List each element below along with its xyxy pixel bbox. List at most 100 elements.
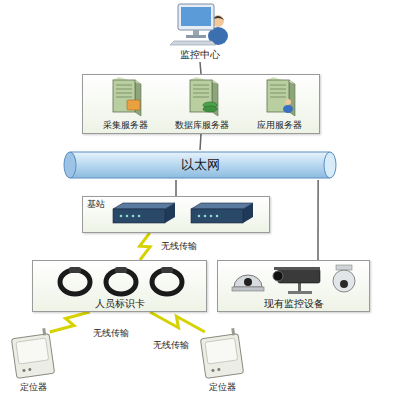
node-label: 应用服务器	[257, 120, 302, 131]
icon-part	[273, 271, 283, 281]
base-station-group: 基站	[82, 196, 270, 233]
icon-part	[270, 89, 286, 90]
node-label: 定位器	[209, 382, 236, 393]
server-icon	[190, 77, 218, 116]
icon-part	[217, 368, 220, 371]
loc-icon	[200, 328, 244, 379]
server: 数据库服务器	[166, 78, 238, 132]
band-icon	[60, 267, 182, 294]
icon-part	[69, 267, 81, 273]
icon-part	[70, 178, 330, 179]
icon-part	[270, 85, 286, 86]
icon-part	[186, 35, 206, 38]
icon-part	[113, 209, 165, 223]
id-card-group: 人员标识卡	[32, 260, 207, 312]
icon-part	[106, 270, 136, 294]
icon-part	[191, 203, 253, 209]
link-label: 无线传输	[152, 340, 190, 351]
icon-part	[127, 100, 140, 110]
node-label: 监控中心	[180, 49, 220, 61]
server-icon	[267, 77, 295, 116]
icon-part	[193, 85, 209, 86]
icon-part	[64, 152, 76, 178]
wireless-link	[50, 312, 90, 332]
icon-part	[22, 369, 25, 372]
link-label: 无线传输	[92, 328, 130, 339]
icon-part	[181, 7, 211, 26]
cam-icon	[232, 265, 355, 294]
server-group: 采集服务器 数据库服务器 应用服务器	[82, 74, 320, 134]
server: 应用服务器	[243, 78, 315, 132]
icon-part	[161, 267, 173, 273]
icon-part	[333, 270, 355, 292]
node-label: 基站	[87, 199, 105, 210]
base-illustration	[83, 197, 271, 234]
icon-part	[288, 291, 312, 294]
icon-part	[234, 275, 262, 287]
icon-part	[270, 97, 286, 98]
icon-part	[193, 93, 209, 94]
icon-part	[126, 215, 129, 218]
icon-part	[198, 215, 201, 218]
icon-part	[70, 152, 330, 153]
pc-icon	[170, 4, 228, 45]
icon-part	[152, 270, 182, 294]
network-line	[317, 180, 319, 260]
ethernet-bus: 以太网	[62, 150, 338, 180]
locator-device	[11, 328, 55, 379]
icon-part	[116, 97, 132, 98]
wireless-link	[150, 312, 205, 332]
camera-group: 现有监控设备	[217, 260, 370, 312]
base-icon	[113, 203, 253, 223]
locator-device	[200, 328, 244, 379]
icon-part	[113, 203, 175, 209]
network-line	[200, 134, 201, 150]
icon-part	[204, 215, 207, 218]
loc-icon	[11, 328, 55, 379]
icon-part	[16, 338, 49, 364]
icon-part	[11, 334, 54, 379]
icon-part	[60, 270, 90, 294]
icon-part	[203, 106, 217, 112]
icon-part	[132, 215, 135, 218]
node-label: 采集服务器	[103, 120, 148, 131]
icon-part	[270, 93, 286, 94]
node-label: 以太网	[181, 157, 220, 173]
icon-part	[165, 203, 175, 223]
node-label: 人员标识卡	[95, 298, 145, 310]
icon-part	[135, 80, 141, 116]
wireless-link	[140, 233, 150, 260]
icon-part	[28, 368, 31, 371]
icon-part	[274, 267, 320, 270]
node-label: 数据库服务器	[175, 120, 229, 131]
server-icon	[113, 77, 141, 116]
node-label: 现有监控设备	[264, 298, 324, 310]
network-line	[200, 62, 201, 74]
node-label: 定位器	[20, 382, 47, 393]
icon-part	[211, 369, 214, 372]
icon-part	[42, 328, 46, 335]
icon-part	[115, 267, 127, 273]
network-line	[175, 180, 177, 196]
icon-part	[231, 328, 235, 335]
icon-part	[191, 209, 243, 223]
icon-part	[283, 105, 293, 113]
icon-part	[340, 280, 348, 288]
pipe-body	[70, 152, 330, 178]
icon-part	[244, 278, 252, 286]
locator: 定位器	[6, 332, 60, 394]
icon-part	[193, 89, 209, 90]
server: 采集服务器	[89, 78, 161, 132]
icon-part	[205, 338, 238, 364]
icon-part	[285, 99, 291, 105]
link-label: 无线传输	[160, 241, 198, 252]
icon-part	[336, 265, 352, 270]
icon-part	[278, 269, 320, 283]
icon-part	[324, 152, 336, 178]
monitor-center: 监控中心	[160, 0, 240, 62]
icon-part	[116, 85, 132, 86]
icon-part	[178, 4, 214, 30]
icon-part	[138, 215, 141, 218]
